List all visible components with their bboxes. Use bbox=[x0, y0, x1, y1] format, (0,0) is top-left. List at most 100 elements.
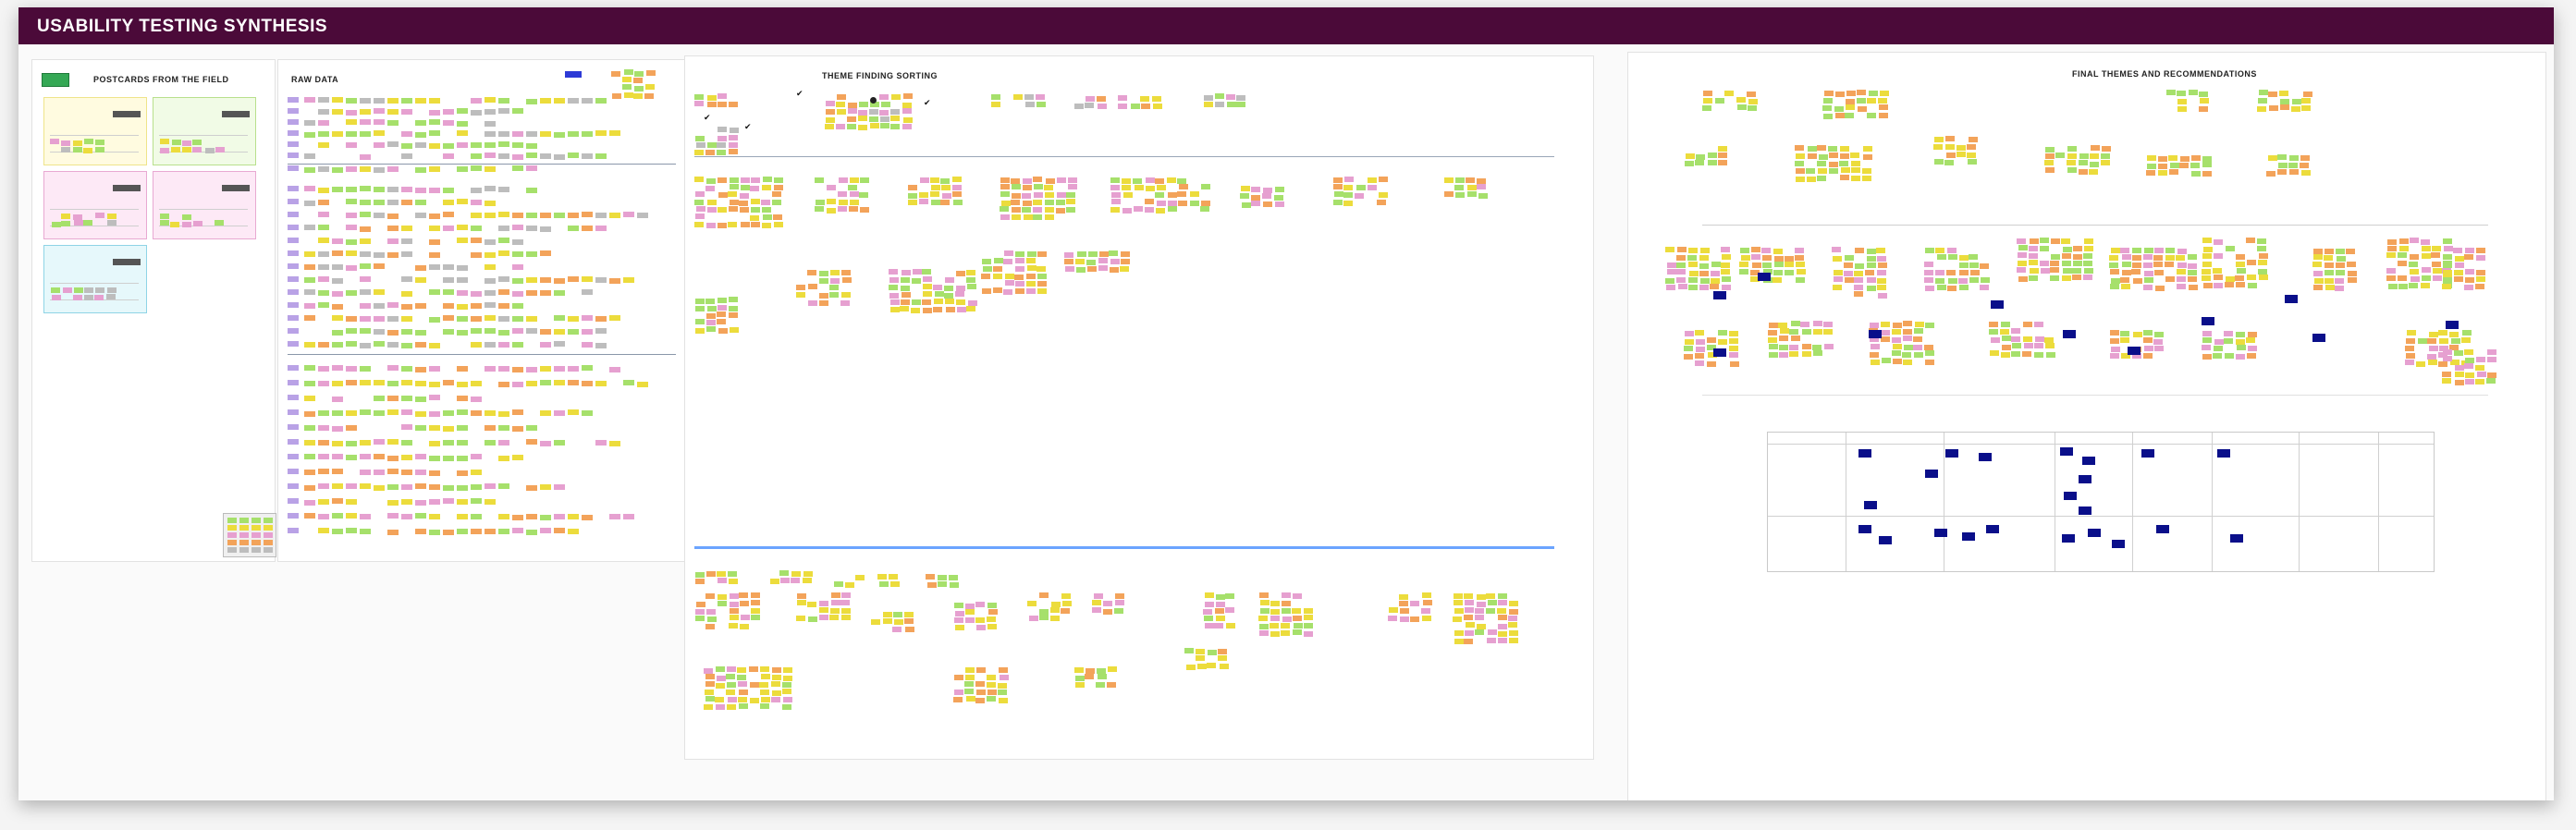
sticky-note[interactable] bbox=[1729, 331, 1738, 336]
sticky-note[interactable] bbox=[1817, 161, 1826, 166]
sticky-note[interactable] bbox=[739, 201, 748, 206]
sticky-note[interactable] bbox=[954, 617, 963, 623]
sticky-note[interactable] bbox=[1925, 323, 1934, 328]
sticky-note[interactable] bbox=[457, 316, 468, 322]
sticky-note[interactable] bbox=[2110, 330, 2119, 336]
sticky-note[interactable] bbox=[991, 102, 1000, 107]
sticky-note[interactable] bbox=[1044, 185, 1053, 190]
sticky-note[interactable] bbox=[471, 381, 482, 386]
sticky-note[interactable] bbox=[1477, 624, 1486, 629]
sticky-note[interactable] bbox=[332, 330, 343, 336]
sticky-note[interactable] bbox=[2236, 332, 2245, 337]
sticky-note[interactable] bbox=[1924, 345, 1933, 350]
sticky-note[interactable] bbox=[1097, 668, 1106, 674]
sticky-note[interactable] bbox=[2279, 91, 2288, 96]
sticky-note[interactable] bbox=[171, 147, 180, 153]
sticky-note[interactable] bbox=[429, 143, 440, 149]
sticky-note[interactable] bbox=[1467, 185, 1477, 190]
sticky-note[interactable] bbox=[892, 627, 902, 632]
participant-tag[interactable] bbox=[288, 341, 299, 347]
sticky-note[interactable] bbox=[304, 303, 315, 309]
sticky-note[interactable] bbox=[526, 213, 537, 218]
sticky-note[interactable] bbox=[1721, 262, 1730, 268]
sticky-note[interactable] bbox=[2132, 353, 2141, 359]
sticky-note[interactable] bbox=[717, 571, 726, 577]
sticky-note[interactable] bbox=[318, 188, 329, 193]
sticky-note[interactable] bbox=[595, 316, 607, 322]
sticky-note[interactable] bbox=[401, 109, 412, 115]
sticky-note[interactable] bbox=[540, 484, 551, 490]
sticky-note[interactable] bbox=[360, 303, 371, 309]
sticky-note[interactable] bbox=[1098, 104, 1107, 109]
sticky-note[interactable] bbox=[1689, 271, 1699, 276]
sticky-note[interactable] bbox=[976, 690, 986, 695]
sticky-note[interactable] bbox=[485, 213, 496, 218]
sticky-note[interactable] bbox=[1695, 330, 1704, 336]
sticky-note[interactable] bbox=[485, 483, 496, 489]
sticky-note[interactable] bbox=[374, 263, 385, 269]
sticky-note[interactable] bbox=[940, 200, 950, 205]
sticky-note[interactable] bbox=[1823, 322, 1833, 327]
sticky-note[interactable] bbox=[1876, 248, 1885, 253]
sticky-note[interactable] bbox=[443, 329, 454, 335]
sticky-note[interactable] bbox=[2154, 270, 2164, 275]
sticky-note[interactable] bbox=[706, 571, 716, 577]
sticky-note[interactable] bbox=[485, 278, 496, 284]
sticky-note[interactable] bbox=[1678, 284, 1687, 289]
sticky-note[interactable] bbox=[429, 530, 440, 535]
sticky-note[interactable] bbox=[568, 380, 579, 385]
sticky-note[interactable] bbox=[374, 289, 385, 295]
sticky-note[interactable] bbox=[2398, 261, 2407, 266]
sticky-note[interactable] bbox=[930, 191, 939, 197]
sticky-note[interactable] bbox=[1026, 281, 1036, 287]
navy-sticky[interactable] bbox=[1858, 449, 1871, 458]
sticky-note[interactable] bbox=[1475, 615, 1484, 620]
sticky-note[interactable] bbox=[429, 98, 440, 104]
sticky-note[interactable] bbox=[1498, 600, 1507, 605]
sticky-note[interactable] bbox=[1736, 97, 1746, 103]
sticky-note[interactable] bbox=[965, 609, 975, 615]
sticky-note[interactable] bbox=[938, 581, 947, 587]
sticky-note[interactable] bbox=[2464, 285, 2473, 290]
sticky-note[interactable] bbox=[727, 704, 736, 710]
sticky-note[interactable] bbox=[1013, 94, 1023, 100]
sticky-note[interactable] bbox=[1903, 329, 1912, 335]
sticky-note[interactable] bbox=[471, 470, 482, 475]
sticky-note[interactable] bbox=[540, 342, 551, 348]
sticky-note[interactable] bbox=[1074, 667, 1084, 673]
sticky-note[interactable] bbox=[471, 98, 482, 104]
sticky-note[interactable] bbox=[429, 441, 440, 446]
participant-tag[interactable] bbox=[288, 483, 299, 489]
sticky-note[interactable] bbox=[346, 119, 357, 125]
sticky-note[interactable] bbox=[1086, 260, 1096, 265]
sticky-note[interactable] bbox=[471, 200, 482, 205]
sticky-note[interactable] bbox=[772, 690, 781, 696]
sticky-note[interactable] bbox=[2202, 269, 2211, 275]
sticky-note[interactable] bbox=[387, 187, 399, 192]
sticky-note[interactable] bbox=[318, 166, 329, 172]
sticky-note[interactable] bbox=[1282, 616, 1292, 622]
sticky-note[interactable] bbox=[415, 411, 426, 417]
sticky-note[interactable] bbox=[2427, 354, 2436, 360]
sticky-note[interactable] bbox=[1509, 601, 1518, 606]
sticky-note[interactable] bbox=[401, 440, 412, 446]
sticky-note[interactable] bbox=[1155, 192, 1164, 198]
participant-tag[interactable] bbox=[288, 528, 299, 533]
sticky-note[interactable] bbox=[540, 515, 551, 520]
sticky-note[interactable] bbox=[762, 207, 771, 213]
sticky-note[interactable] bbox=[318, 499, 329, 505]
sticky-note[interactable] bbox=[429, 166, 440, 172]
sticky-note[interactable] bbox=[374, 329, 385, 335]
sticky-note[interactable] bbox=[568, 409, 579, 415]
sticky-note[interactable] bbox=[1711, 262, 1721, 267]
sticky-note[interactable] bbox=[782, 689, 791, 694]
sticky-note[interactable] bbox=[2045, 167, 2055, 173]
sticky-note[interactable] bbox=[949, 575, 958, 580]
participant-tag[interactable] bbox=[288, 225, 299, 230]
participant-tag[interactable] bbox=[288, 424, 299, 430]
sticky-note[interactable] bbox=[1871, 360, 1880, 365]
sticky-note[interactable] bbox=[2122, 270, 2131, 275]
sticky-note[interactable] bbox=[883, 618, 892, 624]
sticky-note[interactable] bbox=[1487, 638, 1496, 643]
sticky-note[interactable] bbox=[1467, 191, 1477, 197]
